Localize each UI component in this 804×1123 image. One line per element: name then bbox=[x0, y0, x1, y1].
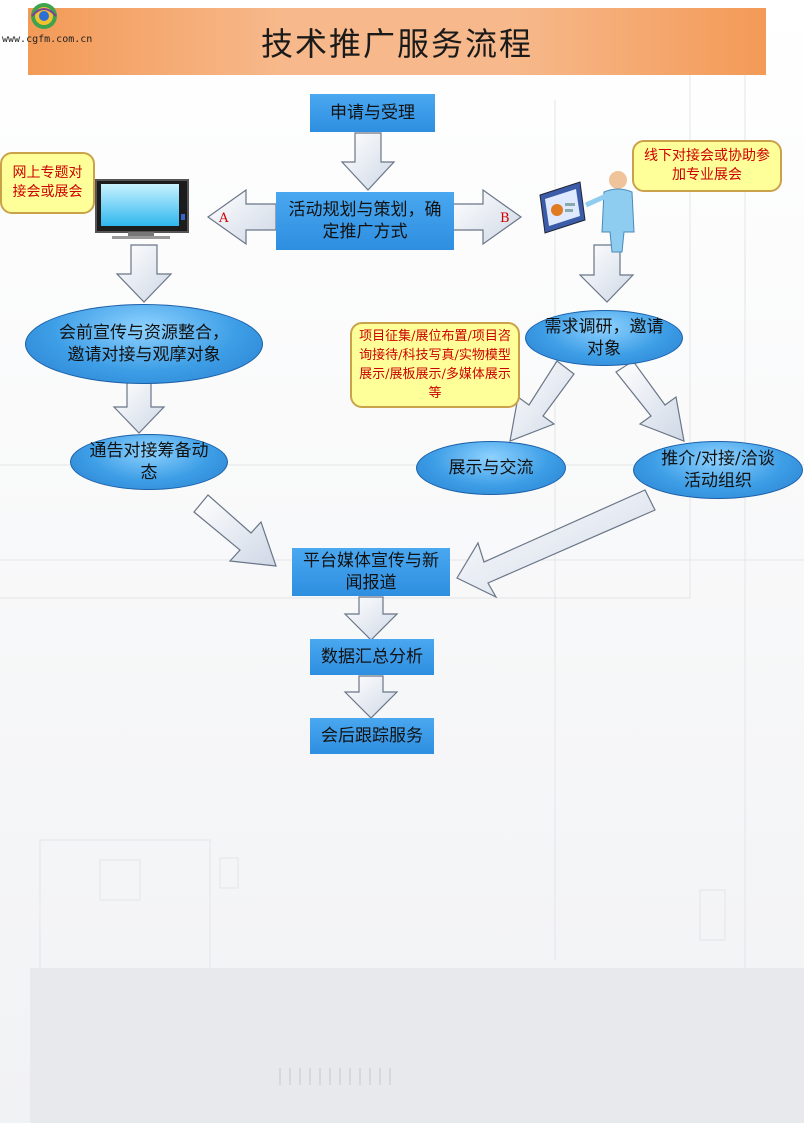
note-online: 网上专题对接会或展会 bbox=[0, 152, 95, 214]
logo-text: www.cgfm.com.cn bbox=[2, 34, 93, 45]
logo-icon bbox=[31, 3, 57, 29]
step-plan: 活动规划与策划，确定推广方式 bbox=[276, 192, 454, 250]
step-analysis: 数据汇总分析 bbox=[310, 639, 434, 675]
title-banner: 技术推广服务流程 bbox=[28, 8, 766, 75]
step-pre-meeting: 会前宣传与资源整合，邀请对接与观摩对象 bbox=[25, 304, 263, 384]
step-apply: 申请与受理 bbox=[310, 94, 435, 132]
step-notice: 通告对接筹备动态 bbox=[70, 434, 228, 490]
step-media: 平台媒体宣传与新闻报道 bbox=[292, 548, 450, 596]
step-survey: 需求调研，邀请对象 bbox=[525, 310, 683, 366]
page-title: 技术推广服务流程 bbox=[260, 24, 533, 63]
note-offline: 线下对接会或协助参加专业展会 bbox=[632, 140, 782, 192]
step-exhibit: 展示与交流 bbox=[416, 441, 566, 495]
step-followup: 会后跟踪服务 bbox=[310, 718, 434, 754]
note-activities: 项目征集/展位布置/项目咨询接待/科技写真/实物模型展示/展板展示/多媒体展示等 bbox=[350, 322, 520, 408]
step-promote: 推介/对接/洽谈活动组织 bbox=[633, 441, 803, 499]
